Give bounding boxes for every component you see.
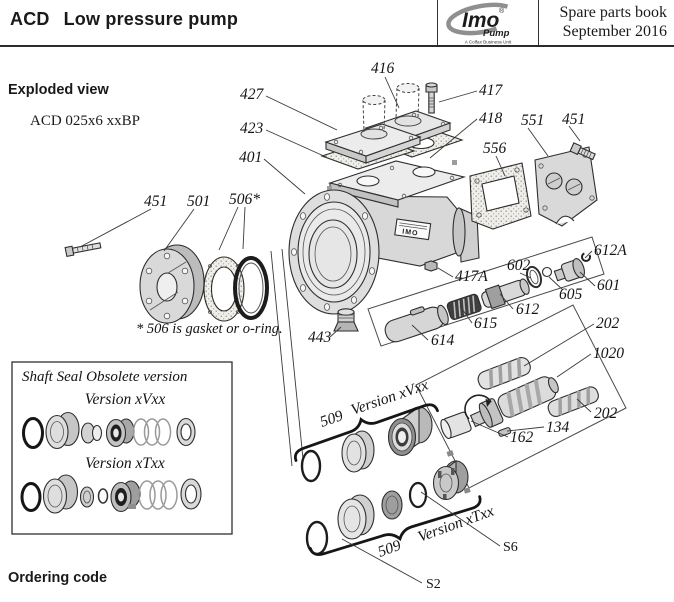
- pump-series: ACD: [10, 9, 50, 29]
- part-label-401: 401: [239, 149, 262, 166]
- leader-lines: [79, 76, 596, 584]
- seal-set-xVxx: [300, 405, 433, 483]
- page-title: ACD Low pressure pump: [10, 9, 238, 30]
- part-label-418: 418: [479, 110, 503, 127]
- key-bit: [446, 450, 454, 457]
- imo-pump-logo-art: Imo ® Pump A Colfax Business Unit: [446, 2, 518, 45]
- pipe-stubs-416: [360, 83, 422, 140]
- brace-xVxx: [293, 403, 439, 462]
- part-label-612: 612: [516, 301, 540, 318]
- part-labels: 416 427 417 423 418 551 451 556 401 451 …: [144, 60, 627, 592]
- nameplate-text: IMO: [402, 228, 419, 237]
- shaft-sleeve-162: [440, 411, 472, 440]
- bolt-451-left: [64, 242, 102, 258]
- part-label-506: 506*: [229, 191, 260, 208]
- idler-rotor-202-right: [547, 386, 599, 417]
- valve-piston-612: [481, 278, 530, 310]
- issue-date: September 2016: [562, 23, 667, 40]
- o-ring-506: [233, 256, 269, 320]
- part-label-602: 602: [507, 257, 531, 274]
- part-label-451-left: 451: [144, 193, 167, 210]
- logo-tagline: A Colfax Business Unit: [465, 40, 512, 45]
- part-label-202-right: 202: [594, 405, 618, 422]
- part-label-612A: 612A: [594, 242, 627, 259]
- nameplate: IMO: [394, 218, 432, 241]
- part-label-1020: 1020: [593, 345, 624, 362]
- inset-version-xvxx: Version xVxx: [85, 391, 166, 408]
- part-label-551: 551: [521, 112, 544, 129]
- registered-mark-icon: ®: [499, 7, 505, 15]
- part-label-601: 601: [597, 277, 620, 294]
- part-label-614: 614: [431, 332, 455, 349]
- idler-rotor-202-top: [477, 357, 531, 390]
- brace-xTxx: [308, 495, 482, 557]
- circlip-612A: [581, 252, 591, 262]
- seal-ring-602: [525, 265, 543, 289]
- part-label-416: 416: [371, 60, 395, 77]
- gasket-556: [469, 162, 532, 230]
- heading-exploded-view: Exploded view: [8, 82, 109, 98]
- part-label-202-top: 202: [596, 315, 620, 332]
- end-cover-501: [139, 244, 205, 324]
- model-designation: ACD 025x6 xxBP: [30, 113, 141, 129]
- assembly-axis-lines: [270, 248, 304, 467]
- valve-assembly-box: [367, 236, 605, 347]
- valve-spring-615: [446, 293, 482, 321]
- part-label-605: 605: [559, 286, 583, 303]
- logo-brand: Imo: [462, 9, 500, 32]
- book-title: Spare parts book: [559, 4, 667, 21]
- part-label-501: 501: [187, 193, 210, 210]
- heading-ordering-code: Ordering code: [8, 570, 108, 586]
- part-label-162: 162: [510, 429, 534, 446]
- header-rule: [0, 45, 674, 47]
- valve-sleeve-614: [384, 304, 449, 343]
- ball-605: [541, 266, 553, 278]
- cover-plate-427-left: [324, 123, 422, 164]
- gasket-footnote: * 506 is gasket or o-ring.: [136, 321, 283, 337]
- part-label-134: 134: [546, 419, 570, 436]
- inset-row-xtxx: [20, 474, 202, 514]
- inset-title: Shaft Seal Obsolete version: [22, 369, 187, 385]
- seal-ref-S2: S2: [426, 577, 441, 592]
- seal-group-qty-xvxx: 509: [318, 407, 346, 431]
- bolt-417: [425, 82, 438, 114]
- page-header: ACD Low pressure pump Imo ® Pump A Colfax…: [0, 0, 674, 45]
- rotation-arrow-icon: [464, 394, 492, 420]
- key-bit: [463, 487, 471, 494]
- inset-version-xtxx: Version xTxx: [85, 455, 165, 472]
- imo-pump-logo: Imo ® Pump A Colfax Business Unit: [437, 0, 539, 45]
- gasket-506: [203, 256, 245, 322]
- drain-plug-443: [333, 308, 359, 332]
- part-label-427: 427: [240, 86, 265, 103]
- part-label-615: 615: [474, 315, 498, 332]
- part-label-451-top: 451: [562, 111, 585, 128]
- pump-body-401: IMO: [288, 160, 480, 315]
- logo-product: Pump: [483, 28, 510, 39]
- part-label-417: 417: [479, 82, 504, 99]
- seal-group-version-xtxx: Version xTxx: [416, 503, 497, 546]
- logo-swoosh: [446, 2, 518, 36]
- seal-ref-S6: S6: [503, 540, 518, 555]
- seal-set-xTxx: [305, 450, 471, 556]
- part-label-556: 556: [483, 140, 507, 157]
- inset-shaft-seal-obsolete: Shaft Seal Obsolete version Version xVxx: [11, 361, 233, 535]
- part-label-443: 443: [308, 329, 332, 346]
- screw-451-top: [569, 142, 596, 161]
- part-label-417A: 417A: [455, 268, 488, 285]
- nut-417A: [424, 260, 438, 272]
- pump-title: Low pressure pump: [63, 9, 239, 29]
- cover-plate-551: [534, 146, 598, 227]
- book-info: Spare parts book September 2016: [539, 3, 667, 41]
- seal-group-qty-xtxx: 509: [376, 537, 404, 561]
- inset-row-xvxx: [22, 411, 196, 450]
- part-label-423: 423: [240, 120, 264, 137]
